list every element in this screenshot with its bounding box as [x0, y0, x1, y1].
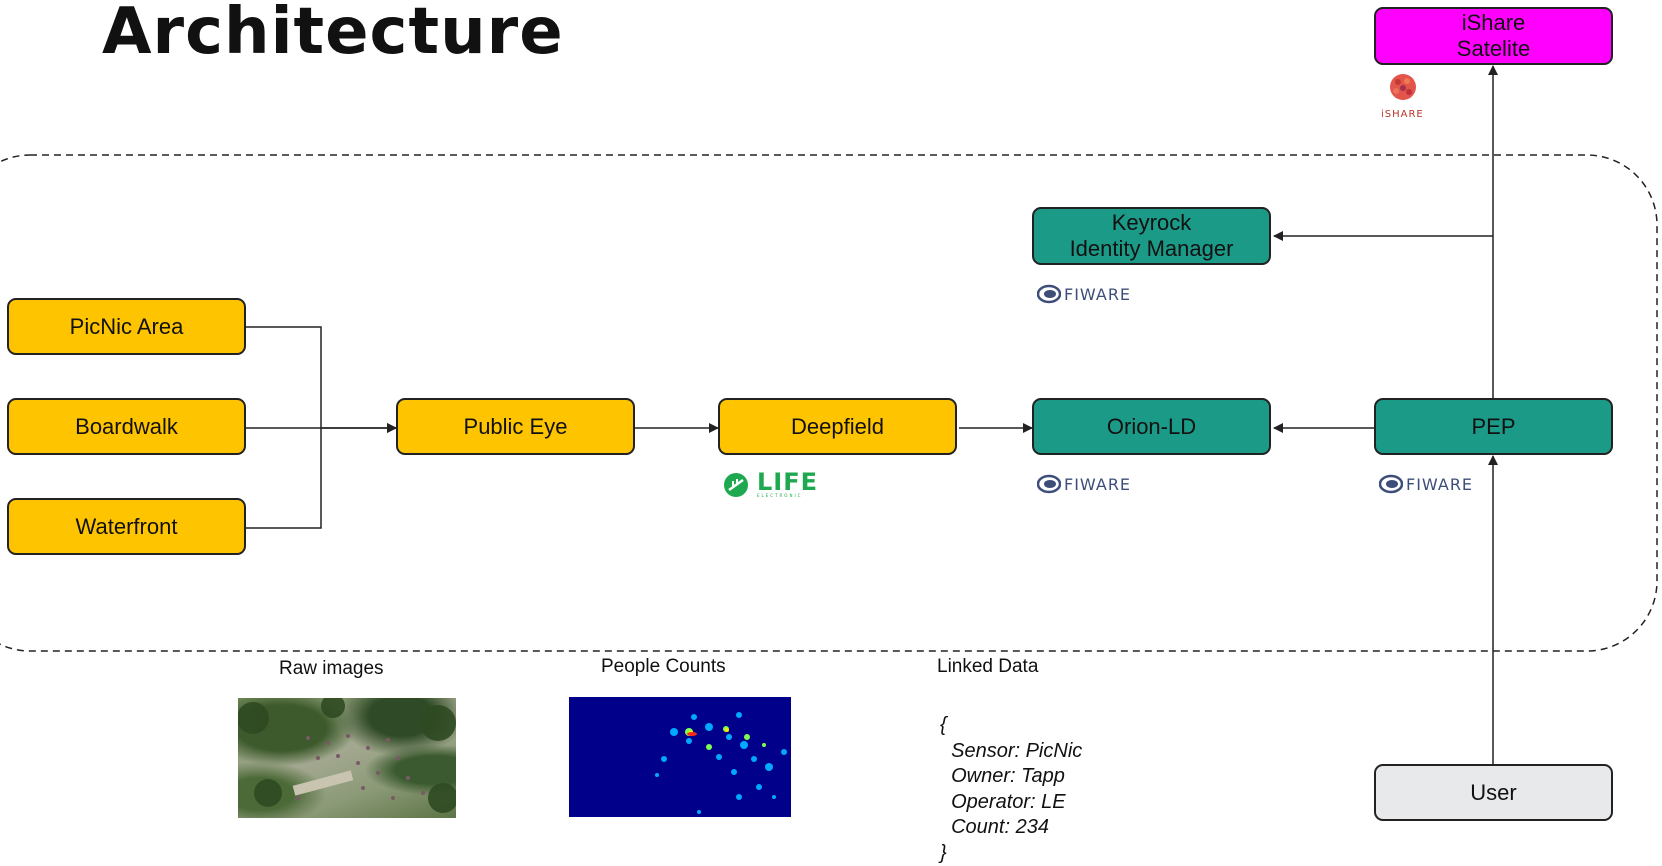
pep-node: PEP [1374, 398, 1613, 455]
linked-data-line: Owner: Tapp [940, 765, 1065, 787]
linked-data-sample: { Sensor: PicNic Owner: Tapp Operator: L… [940, 713, 1082, 866]
picnic-area-node: PicNic Area [7, 298, 246, 355]
people-counts-caption: People Counts [601, 656, 726, 677]
fiware-swirl-icon [1037, 474, 1061, 494]
fiware-swirl-icon [1379, 474, 1403, 494]
ishare-logo [1388, 72, 1418, 102]
waterfront-node: Waterfront [7, 498, 246, 555]
keyrock-node: Keyrock Identity Manager [1032, 207, 1271, 265]
linked-data-line: Operator: LE [940, 790, 1066, 813]
fiware-logo-text: FIWARE [1064, 284, 1132, 304]
ishare-satelite-node: iShare Satelite [1374, 7, 1613, 65]
linked-data-line: Count: 234 [940, 816, 1049, 838]
fiware-logo-text: FIWARE [1406, 474, 1474, 494]
boardwalk-node: Boardwalk [7, 398, 246, 455]
edge-waterfront-to-merge [245, 428, 322, 529]
linked-data-line: } [940, 841, 947, 864]
people-count-heatmap [569, 697, 791, 817]
edge-picnic-to-merge [245, 326, 322, 428]
life-electronic-logo: LIFE ELECTRONIC [721, 468, 819, 499]
public-eye-node: Public Eye [396, 398, 635, 455]
life-logo-subtext: ELECTRONIC [757, 493, 803, 498]
linked-data-line: Sensor: PicNic [940, 739, 1083, 762]
heatmap-blobs [655, 712, 787, 814]
life-logo-text: LIFE [757, 468, 819, 496]
life-leaf-icon [724, 473, 748, 497]
fiware-logo-orion: FIWARE [1037, 474, 1131, 494]
fiware-logo-pep: FIWARE [1379, 474, 1473, 494]
linked-data-caption: Linked Data [937, 656, 1039, 677]
park-crowd-image [238, 698, 456, 813]
fiware-logo-text: FIWARE [1064, 474, 1132, 494]
page-title: Architecture [102, 0, 564, 69]
raw-images-caption: Raw images [279, 658, 384, 679]
raw-image-thumbnail [238, 698, 456, 818]
ishare-logo-text: iSHARE [1381, 109, 1424, 120]
fiware-swirl-icon [1037, 284, 1061, 304]
orion-ld-node: Orion-LD [1032, 398, 1271, 455]
deepfield-node: Deepfield [718, 398, 957, 455]
ishare-globe-icon [1390, 74, 1416, 100]
user-node: User [1374, 764, 1613, 821]
linked-data-line: { [940, 714, 947, 736]
fiware-logo-keyrock: FIWARE [1037, 284, 1131, 304]
